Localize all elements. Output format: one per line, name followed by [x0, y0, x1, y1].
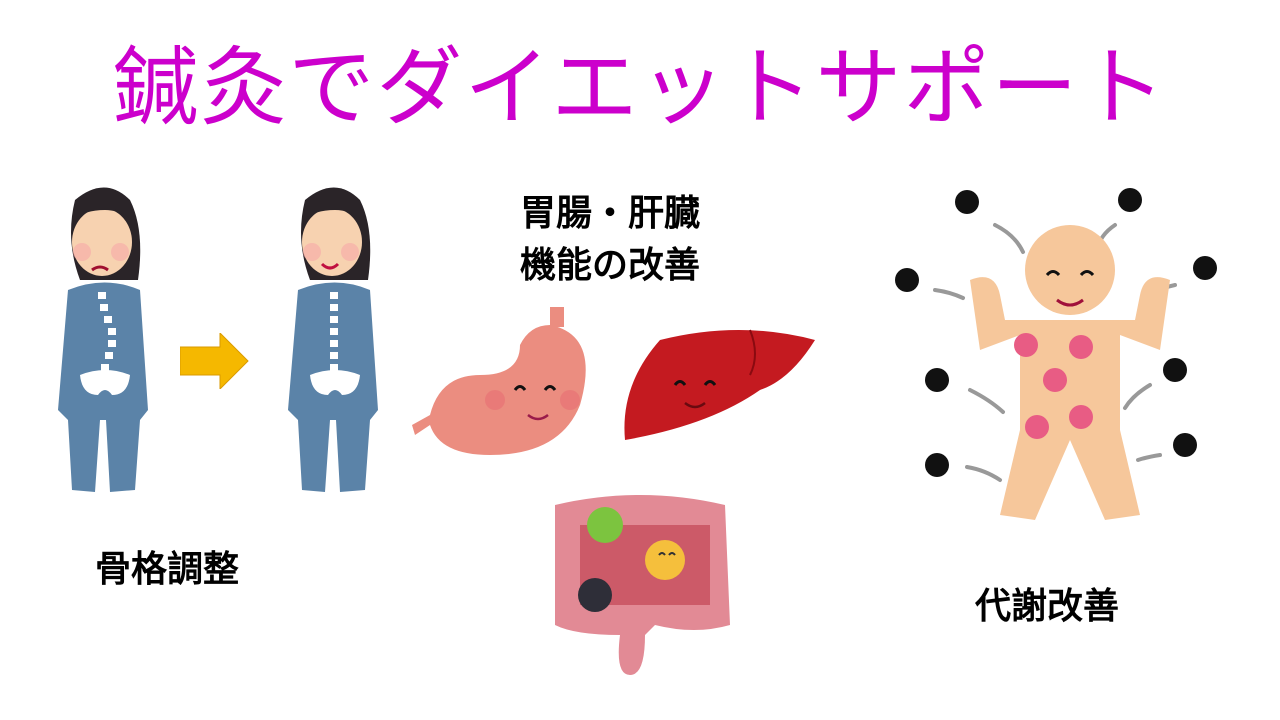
- person-bent-spine-icon: [58, 187, 148, 492]
- organs-label-line1: 胃腸・肝臓: [520, 193, 701, 234]
- organs-label-line2: 機能の改善: [520, 245, 701, 286]
- liver-icon: [624, 329, 815, 440]
- slide-title: 鍼灸でダイエットサポート: [112, 38, 1168, 138]
- arrow-right-icon: [180, 333, 249, 389]
- stomach-icon: [412, 307, 586, 455]
- body-metabolism-icon: [895, 188, 1217, 520]
- intestine-bacteria-icon: [555, 495, 730, 675]
- metabolism-label: 代謝改善: [975, 586, 1120, 627]
- skeleton-label: 骨格調整: [95, 549, 240, 590]
- person-straight-spine-icon: [288, 187, 378, 492]
